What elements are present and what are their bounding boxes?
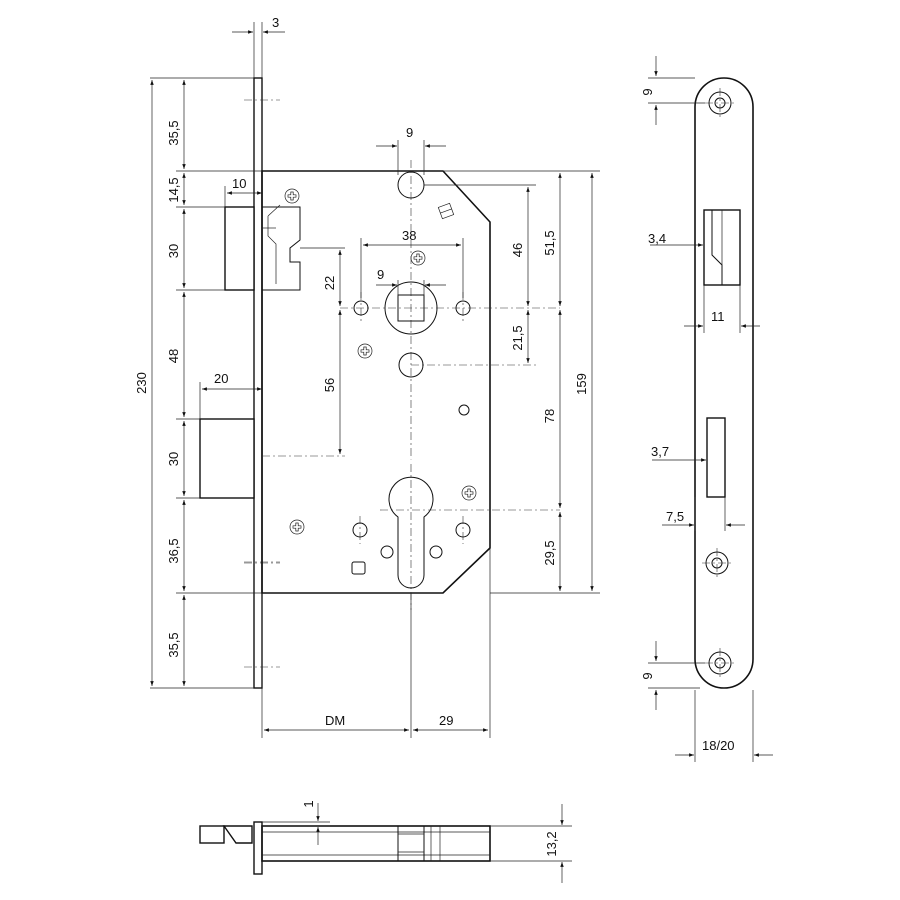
faceplate-edge [253,77,263,689]
faceplate-front [694,77,754,689]
dim-latch-projection: 10 [232,176,246,191]
dim-top-hole-width: 9 [406,125,413,140]
dim-side-bottom-hole: 9 [640,672,655,679]
dim-bolt-to-bottom-case: 36,5 [166,538,181,563]
dim-side-bolt-width: 7,5 [666,509,684,524]
bottom-view: 1 13,2 [199,800,572,883]
dim-total-height: 230 [134,372,149,394]
dim-spindle-to-hole: 21,5 [510,325,525,350]
spindle-follower [340,281,560,335]
dim-cylinder-to-bottom: 29,5 [542,540,557,565]
dim-spindle-square: 9 [377,267,384,282]
dim-bottom-end: 35,5 [166,632,181,657]
dim-case-to-hole: 51,5 [542,230,557,255]
dim-spindle-to-cylinder: 78 [542,409,557,423]
dim-side-faceplate-width: 18/20 [702,738,735,753]
dim-side-latch-width: 11 [711,309,725,324]
dim-follower-to-lever: 56 [322,378,337,392]
front-view: 35,5 14,5 30 48 30 36,5 35,5 230 3 10 20… [134,15,600,738]
dim-latch-height: 30 [166,244,181,258]
dim-side-top-hole: 9 [640,88,655,95]
dim-latch-to-bolt: 48 [166,349,181,363]
dim-faceplate-thickness: 3 [272,15,279,30]
dim-side-bolt-offset: 3,7 [651,444,669,459]
dim-backset: DM [325,713,345,728]
latch-bolt [224,204,301,291]
side-bolt [706,417,726,498]
dim-screw-spacing: 38 [402,228,416,243]
dim-case-to-latch: 14,5 [166,177,181,202]
cylinder-hole [352,476,560,589]
dim-top-to-spindle: 22 [322,276,337,290]
dim-case-height: 159 [574,373,589,395]
dim-bottom-thickness: 13,2 [544,831,559,856]
bottom-case [261,825,491,862]
dim-top-to-case: 35,5 [166,120,181,145]
dim-backset-depth: 29 [439,713,453,728]
dim-bottom-offset: 1 [301,800,316,807]
dim-case-to-spindle: 46 [510,243,525,257]
side-latch [703,209,741,286]
dim-side-latch-offset: 3,4 [648,231,666,246]
dim-bolt-projection: 20 [214,371,228,386]
dead-bolt [199,418,255,499]
side-view: 9 3,4 11 3,7 7,5 9 18/20 [640,56,773,762]
dim-bolt-height: 30 [166,452,181,466]
